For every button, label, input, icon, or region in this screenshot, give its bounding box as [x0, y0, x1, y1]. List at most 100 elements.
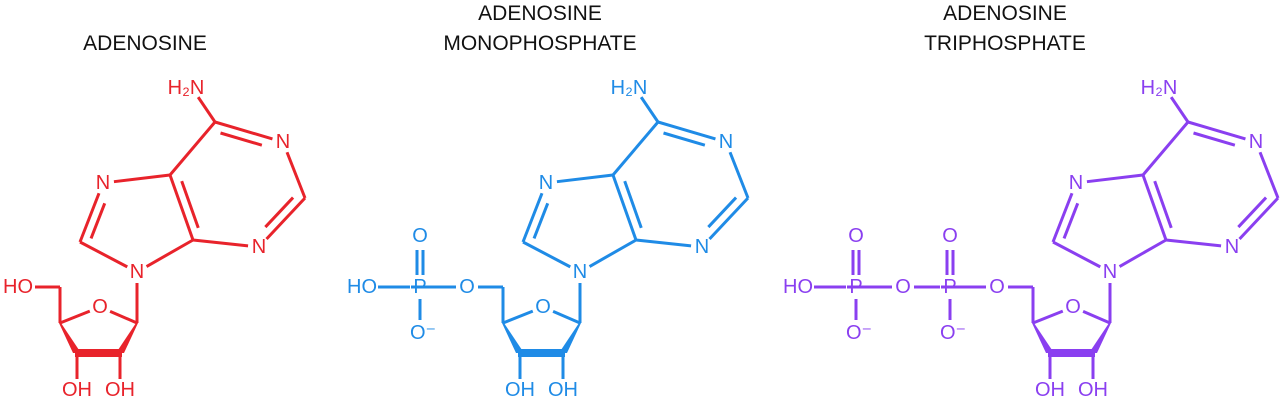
bond — [113, 173, 171, 184]
phosphorus-label: P — [943, 276, 956, 298]
wedge-bond — [116, 323, 138, 353]
anionic-oxygen-label: O⁻ — [940, 322, 966, 344]
bond — [1141, 174, 1168, 241]
bond — [192, 238, 249, 248]
atom-label-n7: N — [539, 172, 553, 194]
bond — [532, 202, 550, 239]
hydroxyl-label: HO — [783, 276, 813, 298]
bond — [1141, 121, 1190, 176]
bond — [1062, 202, 1080, 239]
anionic-oxygen-label: O⁻ — [846, 322, 872, 344]
bond — [1086, 173, 1144, 184]
hydroxyl-label: HO — [347, 276, 377, 298]
atom-label-n7: N — [1069, 172, 1083, 194]
bond — [79, 240, 128, 269]
bond — [552, 309, 581, 325]
wedge-bond — [59, 323, 81, 353]
bond — [657, 120, 716, 141]
bond — [707, 196, 738, 229]
atom-label-n1: N — [1249, 131, 1263, 153]
bond — [1193, 131, 1236, 147]
bond — [1187, 120, 1246, 141]
bond — [168, 174, 195, 241]
wedge-bond — [502, 323, 524, 353]
atom-label-o3: OH — [505, 379, 535, 401]
bond — [708, 196, 750, 241]
atom-label-o3: OH — [1035, 379, 1065, 401]
bond — [214, 120, 273, 141]
bond — [59, 309, 91, 325]
bond — [220, 131, 263, 147]
bond — [1052, 240, 1101, 269]
oxo-oxygen-label: O — [412, 225, 428, 247]
bond — [728, 151, 750, 199]
bond — [145, 238, 194, 268]
atom-label-o4: O — [535, 296, 551, 318]
atom-label-n7: N — [96, 172, 110, 194]
bond — [264, 196, 295, 229]
atom-label-n9: N — [1103, 261, 1117, 283]
bond — [265, 196, 307, 241]
bond — [109, 309, 138, 325]
atom-label-n3: N — [1225, 236, 1239, 258]
molecule-title: TRIPHOSPHATE — [924, 32, 1086, 55]
bond — [522, 240, 571, 269]
atom-label-o2: OH — [548, 379, 578, 401]
atom-label-n3: N — [695, 236, 709, 258]
bond — [502, 309, 534, 325]
atom-label-o2: OH — [1078, 379, 1108, 401]
bond — [556, 173, 614, 184]
bond — [1118, 238, 1167, 268]
atom-label-o5: O — [989, 276, 1005, 298]
bond — [1169, 96, 1190, 123]
bond — [611, 121, 660, 176]
molecule-title: MONOPHOSPHATE — [443, 32, 636, 55]
bond — [1258, 151, 1280, 199]
molecule-title: ADENOSINE — [83, 32, 207, 55]
bond — [168, 121, 217, 176]
atom-label-o2: OH — [105, 379, 135, 401]
atom-label-o4: O — [92, 296, 108, 318]
bond — [1032, 309, 1064, 325]
bond — [196, 96, 217, 123]
phosphorus-label: P — [849, 276, 862, 298]
bond — [521, 192, 544, 243]
oxo-oxygen-label: O — [942, 225, 958, 247]
bridging-oxygen-label: O — [895, 276, 911, 298]
bond — [663, 131, 706, 147]
atom-label-amine: H₂N — [168, 77, 205, 99]
bond — [180, 180, 200, 229]
atom-label-n9: N — [573, 261, 587, 283]
atom-label-o5: HO — [3, 276, 33, 298]
bond — [1051, 192, 1074, 243]
atom-label-amine: H₂N — [1141, 77, 1178, 99]
atom-label-o4: O — [1065, 296, 1081, 318]
phosphorus-label: P — [413, 276, 426, 298]
molecule-title: ADENOSINE — [943, 2, 1067, 25]
atom-label-n3: N — [252, 236, 266, 258]
atom-label-amine: H₂N — [611, 77, 648, 99]
atom-label-n1: N — [719, 131, 733, 153]
bond — [635, 238, 692, 248]
wedge-bond — [559, 323, 581, 353]
bond — [285, 151, 307, 199]
wedge-bond — [1032, 323, 1054, 353]
bond — [1153, 180, 1173, 229]
atom-label-n9: N — [130, 261, 144, 283]
bond — [588, 238, 637, 268]
bond — [611, 174, 638, 241]
atom-label-o5: O — [459, 276, 475, 298]
bond — [1082, 309, 1111, 325]
bond — [1237, 196, 1268, 229]
wedge-bond — [1089, 323, 1111, 353]
bond — [623, 180, 643, 229]
bond — [89, 202, 107, 239]
molecule-title: ADENOSINE — [478, 2, 602, 25]
oxo-oxygen-label: O — [848, 225, 864, 247]
bond — [1165, 238, 1222, 248]
bond — [639, 96, 660, 123]
